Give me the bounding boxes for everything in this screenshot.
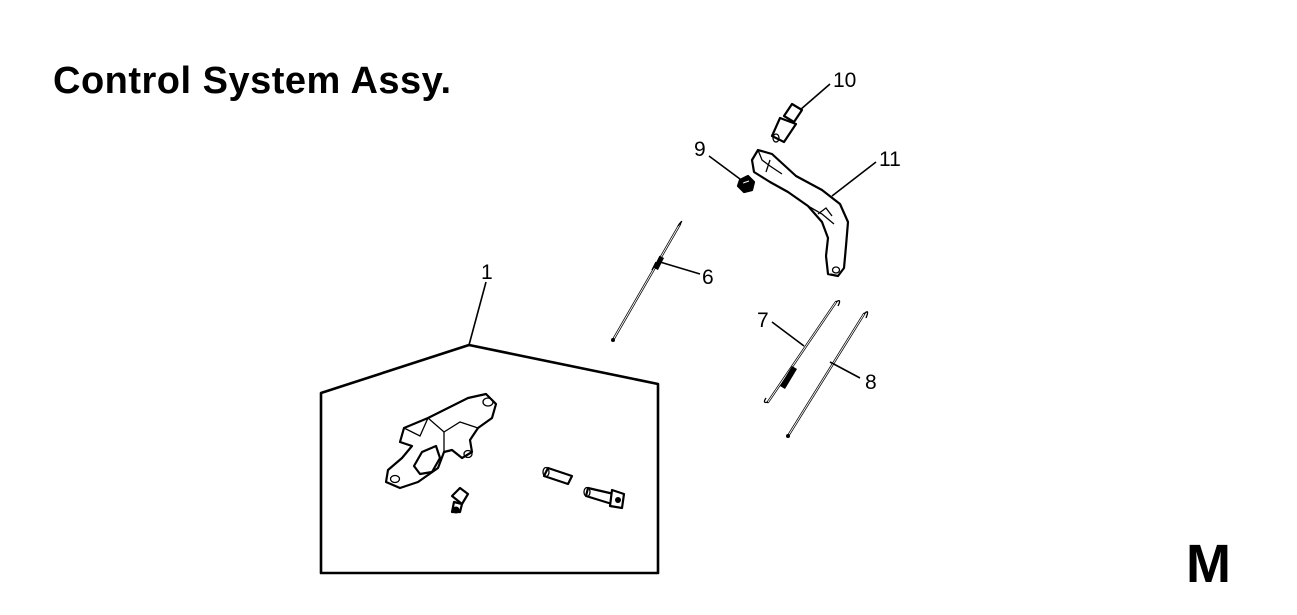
part-8-link-rod xyxy=(786,311,869,438)
leader-9 xyxy=(708,155,745,183)
leader-10 xyxy=(799,83,831,111)
callout-1: 1 xyxy=(481,261,493,284)
leader-11 xyxy=(831,161,877,197)
callout-8: 8 xyxy=(865,371,877,394)
part-10-bolt xyxy=(770,102,804,144)
leader-6 xyxy=(659,261,701,275)
page-title: Control System Assy. xyxy=(53,60,452,102)
part-7-spring-rod xyxy=(763,300,841,404)
part-1-small-bolt xyxy=(450,486,470,514)
section-letter: M xyxy=(1186,534,1231,594)
callout-11: 11 xyxy=(879,148,901,171)
part-1-pin xyxy=(542,466,574,486)
part-1-lever-bracket xyxy=(384,392,498,490)
callout-labels: 1 6 7 8 9 10 11 xyxy=(481,69,901,394)
part-6-spring-rod xyxy=(611,220,683,342)
part-11-control-lever xyxy=(750,148,850,278)
part-1-shoulder-bolt xyxy=(583,486,626,510)
leader-7 xyxy=(771,321,805,347)
leader-lines xyxy=(468,83,877,379)
callout-6: 6 xyxy=(702,266,714,289)
callout-9: 9 xyxy=(694,138,706,161)
callout-10: 10 xyxy=(833,69,856,92)
part-1-kit-enclosure xyxy=(319,343,660,575)
leader-8 xyxy=(829,361,861,379)
callout-7: 7 xyxy=(757,309,769,332)
leader-1 xyxy=(468,281,487,346)
